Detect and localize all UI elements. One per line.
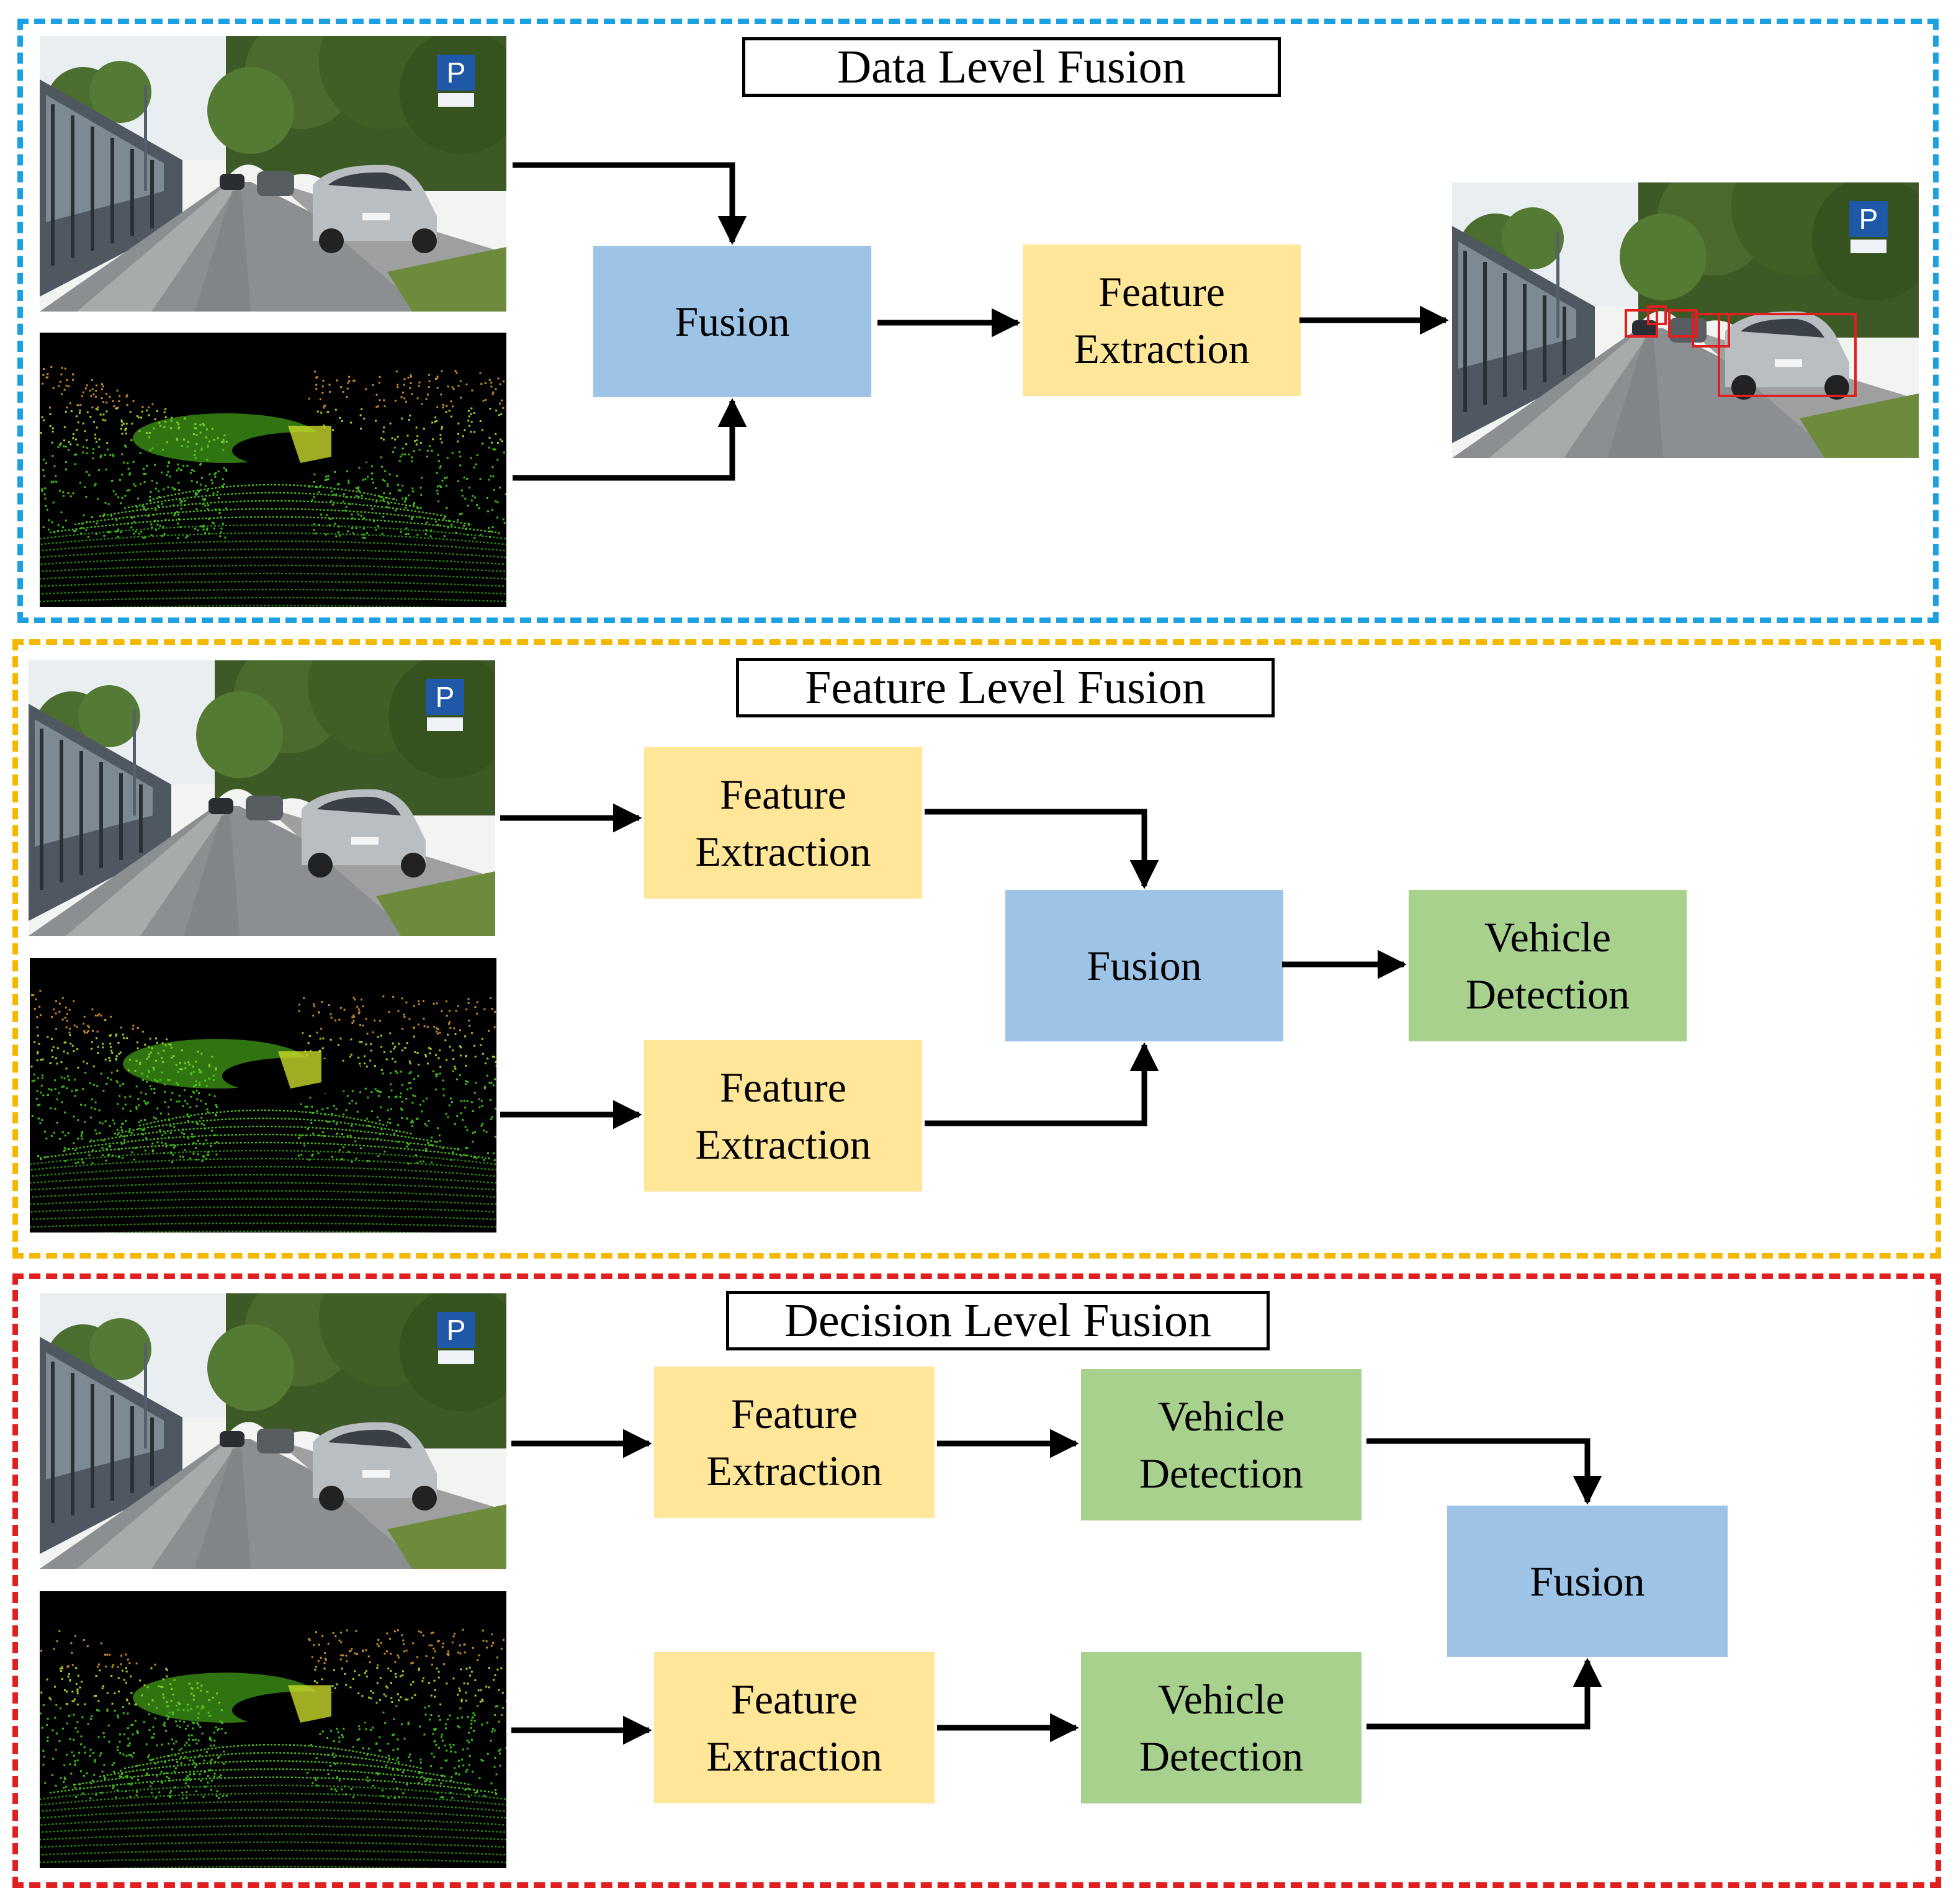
parking-sign-icon: [437, 1312, 475, 1348]
feature-label-line2: Extraction: [706, 1447, 882, 1494]
decision-level-fusion-label: Fusion: [1530, 1558, 1645, 1605]
decision-level-camera-feature-block: Feature Extraction: [654, 1367, 935, 1518]
feature-level-vehicle-detection-block: Vehicle Detection: [1409, 890, 1687, 1041]
feature-label-line2: Extraction: [695, 828, 871, 875]
feature-level-frame: [12, 639, 1941, 1259]
decision-level-lidar-vehicle-block: Vehicle Detection: [1081, 1652, 1362, 1803]
decision-level-lidar-feature-block: Feature Extraction: [654, 1652, 935, 1803]
parking-sign-icon: [1849, 201, 1888, 237]
feature-level-fusion-block: Fusion: [1005, 890, 1283, 1041]
detection-result-image: P: [1452, 182, 1919, 458]
vehicle-label-line2: Detection: [1139, 1733, 1304, 1780]
svg-text:P: P: [447, 56, 466, 89]
vehicle-label-line2: Detection: [1139, 1450, 1304, 1497]
feature-label-line2: Extraction: [695, 1121, 871, 1168]
camera-image-feature-level: P: [29, 660, 495, 936]
feature-label-line1: Feature: [731, 1676, 858, 1723]
vehicle-label-line1: Vehicle: [1158, 1676, 1285, 1723]
vehicle-label-line1: Vehicle: [1158, 1393, 1285, 1440]
data-level-feature-extraction-block: Feature Extraction: [1023, 245, 1301, 396]
decision-level-fusion-block: Fusion: [1447, 1506, 1728, 1657]
vehicle-label-line1: Vehicle: [1484, 914, 1611, 961]
feature-label-line1: Feature: [720, 771, 846, 818]
svg-text:P: P: [436, 681, 455, 713]
lidar-image-feature-level: [30, 958, 496, 1233]
feature-label-line1: Feature: [720, 1064, 846, 1111]
data-level-frame: [17, 19, 1939, 623]
camera-image-decision-level: P: [40, 1293, 506, 1569]
data-level-fusion-block: Fusion: [593, 246, 871, 397]
feature-label-line1: Feature: [1098, 268, 1225, 315]
feature-label-line2: Extraction: [706, 1733, 882, 1780]
parking-sign-icon: [437, 55, 475, 91]
feature-label-line2: Extraction: [1074, 325, 1250, 372]
decision-level-frame: [12, 1273, 1941, 1888]
svg-text:P: P: [447, 1314, 466, 1346]
camera-image-data-level: P: [40, 36, 506, 312]
lidar-image-data-level: [40, 333, 506, 607]
data-level-title: Data Level Fusion: [742, 37, 1281, 97]
decision-level-title: Decision Level Fusion: [726, 1291, 1270, 1350]
feature-level-lidar-feature-block: Feature Extraction: [644, 1040, 922, 1192]
data-level-fusion-label: Fusion: [675, 298, 790, 345]
feature-level-title: Feature Level Fusion: [736, 658, 1275, 717]
svg-text:P: P: [1859, 203, 1878, 235]
feature-level-camera-feature-block: Feature Extraction: [644, 747, 922, 899]
decision-level-camera-vehicle-block: Vehicle Detection: [1081, 1369, 1362, 1520]
feature-level-fusion-label: Fusion: [1087, 942, 1202, 989]
vehicle-label-line2: Detection: [1465, 971, 1630, 1018]
lidar-image-decision-level: [40, 1591, 506, 1868]
parking-sign-icon: [426, 679, 464, 715]
feature-label-line1: Feature: [731, 1390, 858, 1437]
